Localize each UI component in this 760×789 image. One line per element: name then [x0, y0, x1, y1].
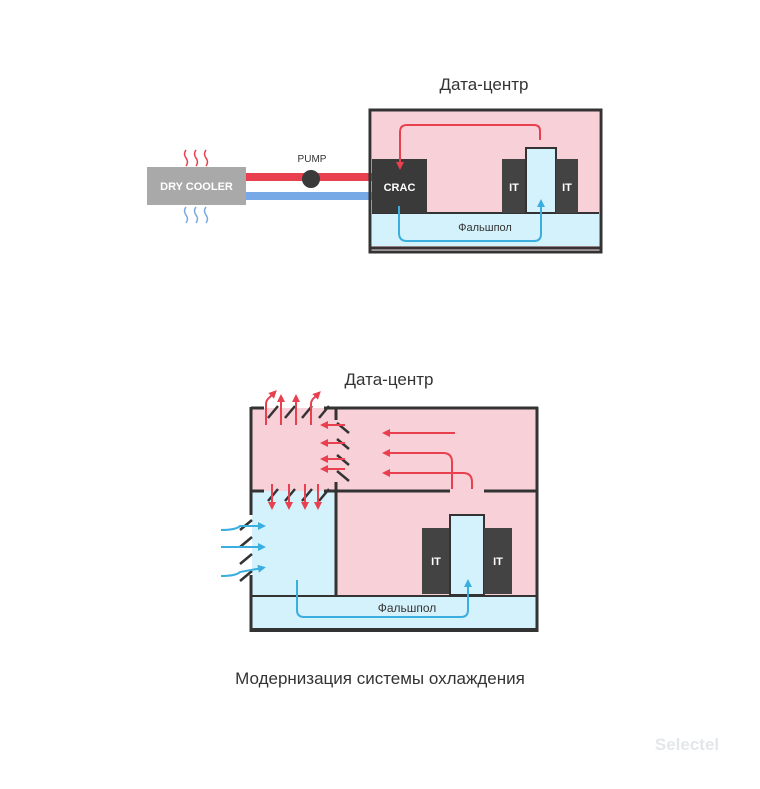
cold-pipe — [246, 192, 372, 200]
diagram-2-title: Дата-центр — [345, 370, 434, 389]
building-walls — [249, 406, 539, 632]
diagram-1-title: Дата-центр — [440, 75, 529, 94]
hot-exhaust-zone — [252, 408, 537, 491]
it-right-label: IT — [562, 182, 572, 194]
it-rack-right — [556, 159, 578, 213]
heat-waves-icon — [183, 149, 209, 167]
pump-icon — [302, 170, 320, 188]
figure-caption: Модернизация системы охлаждения — [235, 669, 525, 688]
crac-label: CRAC — [384, 182, 416, 194]
diagram-2: Дата-центр — [220, 370, 539, 632]
room-wall — [368, 108, 603, 254]
raised-floor-label-2: Фальшпол — [378, 601, 437, 615]
pump-label: PUMP — [298, 154, 327, 165]
it-left-label: IT — [509, 182, 519, 194]
it-left-label-2: IT — [431, 556, 441, 568]
it-rack-left-2 — [422, 528, 450, 594]
fresh-air-intake-arrows — [220, 522, 266, 577]
hot-airflow-arrow — [396, 124, 541, 170]
diagram-1: Дата-центр DRY COOLER PUMP CRAC — [147, 75, 603, 254]
dry-cooler-unit — [147, 167, 246, 205]
cold-waves-icon — [183, 206, 209, 224]
selectel-logo: Selectel — [655, 735, 719, 754]
it-rack-right-2 — [484, 528, 512, 594]
exhaust-arrows — [265, 390, 321, 425]
recirculation-arrows — [268, 484, 322, 510]
raised-floor-2 — [252, 596, 537, 628]
raised-floor-label: Фальшпол — [458, 222, 512, 234]
cold-airflow-arrow — [398, 199, 545, 242]
cold-floor-arrow — [296, 579, 472, 618]
it-right-label-2: IT — [493, 556, 503, 568]
mixing-arrows — [320, 421, 345, 473]
fresh-air-zone — [252, 491, 336, 596]
hot-return-arrows — [382, 429, 473, 489]
dry-cooler-label: DRY COOLER — [160, 181, 233, 193]
it-rack-left — [502, 159, 526, 213]
